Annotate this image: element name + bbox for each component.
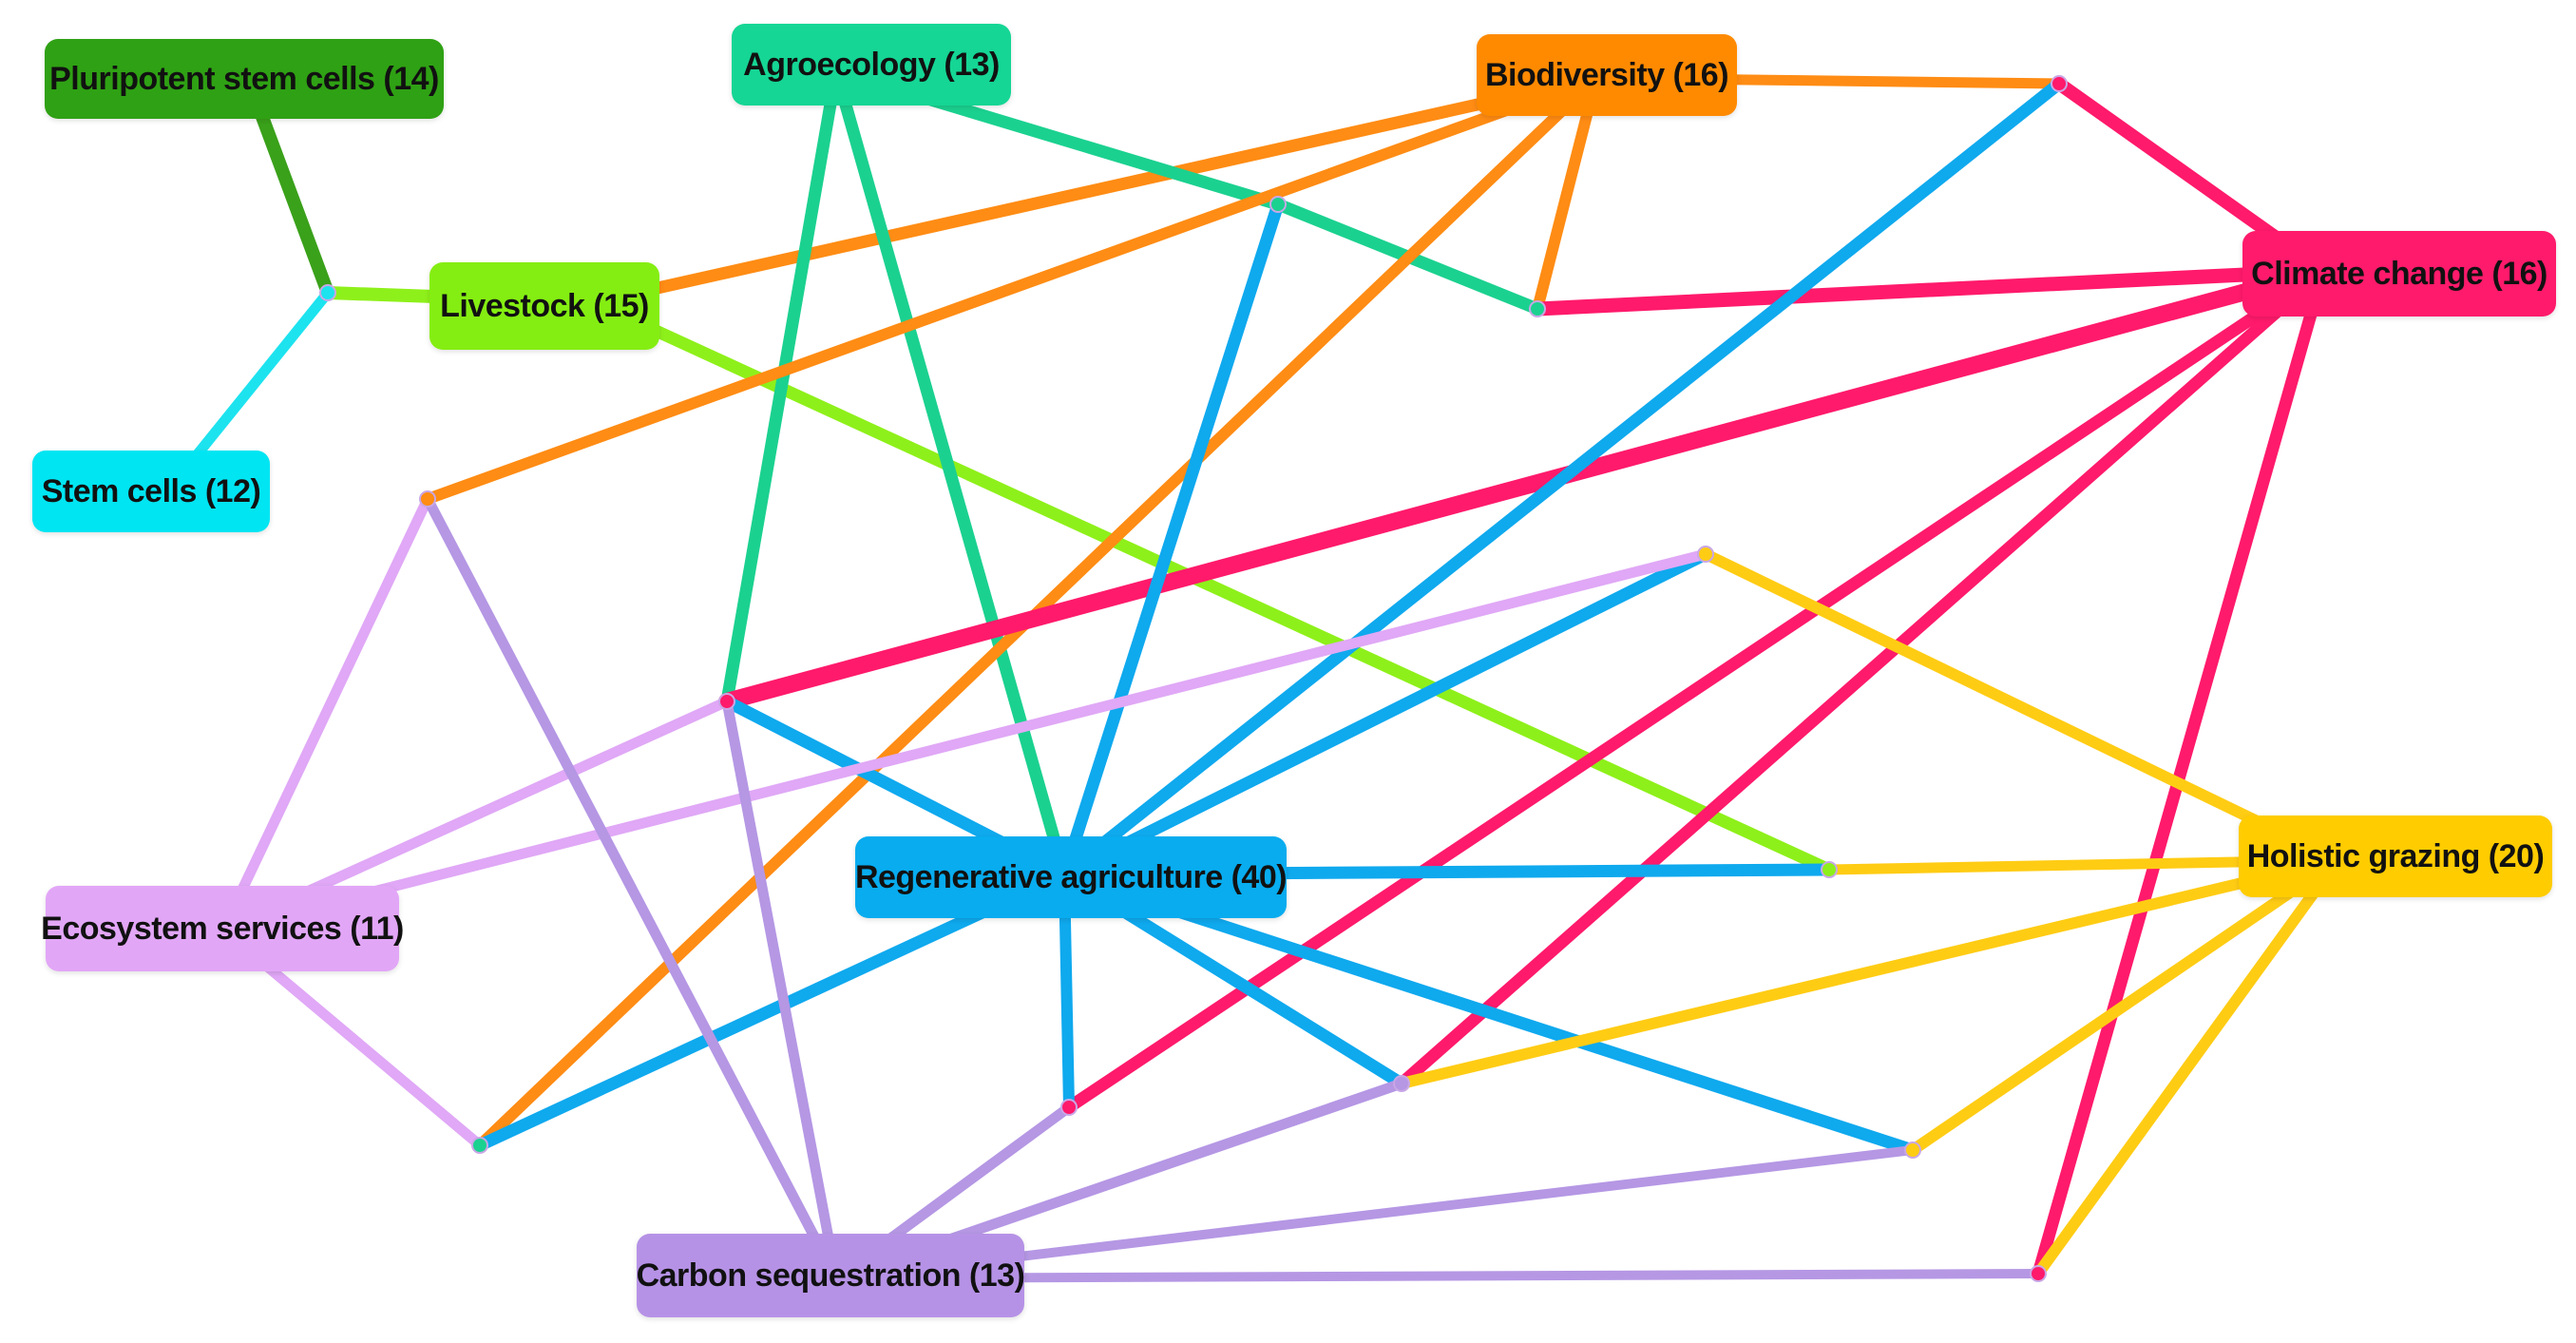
junction-point — [2051, 75, 2068, 92]
node-livestock[interactable]: Livestock (15) — [429, 262, 659, 350]
node-label: Regenerative agriculture (40) — [854, 858, 1288, 895]
edge-j11-hol — [1907, 854, 2343, 1156]
edge-j8-regen — [1058, 547, 1712, 881]
edge-j7-carb — [721, 696, 842, 1284]
node-label: Ecosystem services (11) — [41, 910, 404, 947]
edge-bio-j4 — [1532, 72, 1602, 315]
node-stem-cells[interactable]: Stem cells (12) — [32, 451, 270, 532]
junction-point — [1269, 196, 1287, 213]
junction-point — [471, 1137, 488, 1154]
node-holistic-grazing[interactable]: Holistic grazing (20) — [2239, 815, 2552, 897]
edge-j4-clim — [1530, 263, 2331, 317]
junction-point — [419, 490, 436, 508]
node-label: Pluripotent stem cells (14) — [49, 60, 439, 97]
node-carbon-sequestration[interactable]: Carbon sequestration (13) — [636, 1234, 1025, 1317]
junction-point — [1060, 1099, 1078, 1116]
node-biodiversity[interactable]: Biodiversity (16) — [1477, 34, 1737, 116]
edge-j7-clim — [718, 262, 2332, 710]
node-label: Livestock (15) — [440, 287, 649, 324]
edge-j13-hol — [2032, 854, 2343, 1279]
node-climate-change[interactable]: Climate change (16) — [2242, 231, 2556, 317]
edge-eco-j8 — [218, 548, 1711, 935]
edge-j13-clim — [2032, 264, 2330, 1280]
edge-j6-bio — [422, 72, 1602, 505]
junction-point — [718, 693, 735, 710]
node-label: Climate change (16) — [2251, 255, 2547, 292]
edge-j12-regen — [473, 868, 1071, 1152]
node-ecosystem-services[interactable]: Ecosystem services (11) — [41, 886, 404, 971]
edge-j2-regen — [1058, 77, 2066, 881]
junction-point — [319, 284, 336, 301]
edge-agro-j7 — [720, 65, 843, 708]
junction-point — [1904, 1142, 1921, 1159]
node-label: Biodiversity (16) — [1484, 56, 1729, 93]
edge-live-bio — [587, 71, 1603, 309]
junction-point — [1529, 300, 1546, 317]
junction-point — [1821, 861, 1838, 878]
node-regenerative-agriculture[interactable]: Regenerative agriculture (40) — [854, 836, 1288, 918]
edge-j9-clim — [1062, 264, 2330, 1114]
junction-point — [2030, 1265, 2047, 1282]
edge-carb-j13 — [831, 1269, 2043, 1283]
edge-live-j5 — [587, 296, 1836, 876]
junction-point — [1697, 546, 1714, 563]
edge-stem-j1 — [175, 287, 334, 481]
edge-regen-j11 — [1058, 868, 1919, 1157]
edge-agro-regen — [830, 65, 1071, 881]
edge-j8-hol — [1700, 548, 2343, 866]
edge-j3-regen — [1058, 198, 1285, 881]
node-label: Agroecology (13) — [743, 46, 1000, 83]
edge-j6-carb — [422, 493, 842, 1284]
node-label: Stem cells (12) — [41, 472, 261, 509]
node-agroecology[interactable]: Agroecology (13) — [732, 24, 1011, 106]
node-label: Carbon sequestration (13) — [636, 1257, 1025, 1294]
node-label: Holistic grazing (20) — [2246, 837, 2545, 874]
edge-j10-hol — [1396, 854, 2343, 1089]
edge-j6-eco — [218, 493, 433, 935]
junction-point — [1393, 1075, 1410, 1092]
node-pluripotent-stem-cells[interactable]: Pluripotent stem cells (14) — [45, 39, 444, 119]
edge-j10-clim — [1395, 264, 2330, 1090]
